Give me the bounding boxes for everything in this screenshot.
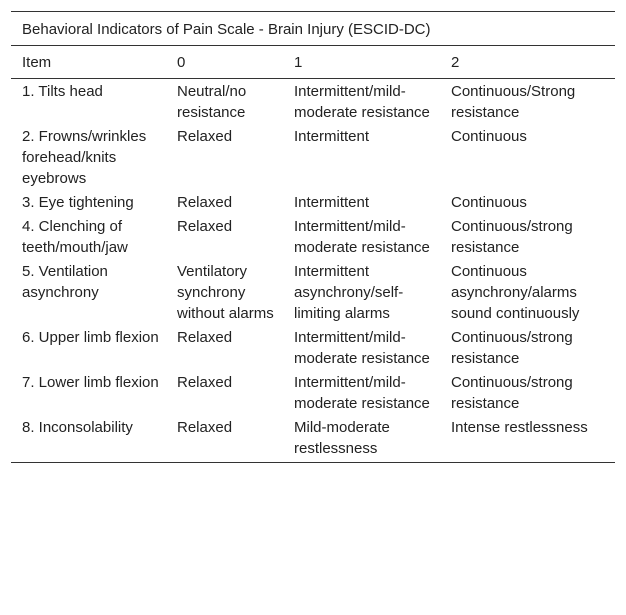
row-item: 4. Clenching of teeth/mouth/jaw — [22, 218, 128, 256]
row-score-1: Intermittent/mild-moderate resistance — [294, 329, 430, 367]
row-item: 1. Tilts head — [22, 83, 103, 100]
table-row: 5. Ventilation asynchrony Ventilatory sy… — [11, 260, 615, 326]
row-score-2: Continuous/strong resistance — [451, 218, 573, 256]
row-item: 6. Upper limb flexion — [22, 329, 159, 346]
row-score-2: Continuous/strong resistance — [451, 374, 573, 412]
table-title-row: Behavioral Indicators of Pain Scale - Br… — [11, 11, 615, 46]
row-score-1: Mild-moderate restlessness — [283, 416, 440, 463]
row-item: 7. Lower limb flexion — [22, 374, 159, 391]
row-score-2: Continuous asynchrony/alarms sound conti… — [451, 263, 580, 322]
table-row: 8. Inconsolability Relaxed Mild-moderate… — [11, 416, 615, 463]
row-score-1: Intermittent/mild-moderate resistance — [294, 83, 430, 121]
row-score-2: Continuous/strong resistance — [451, 329, 573, 367]
row-score-0: Relaxed — [177, 218, 233, 235]
row-score-0: Ventilatory synchrony without alarms — [177, 263, 274, 322]
table-row: 7. Lower limb flexion Relaxed Intermitte… — [11, 371, 615, 416]
table-title: Behavioral Indicators of Pain Scale - Br… — [11, 11, 615, 46]
row-item: 5. Ventilation asynchrony — [22, 263, 108, 301]
column-header-score-2: 2 — [440, 45, 615, 79]
pain-scale-table: Behavioral Indicators of Pain Scale - Br… — [11, 11, 615, 463]
pain-scale-table-container: Behavioral Indicators of Pain Scale - Br… — [11, 11, 615, 463]
row-score-2: Continuous/Strong resistance — [451, 83, 576, 121]
row-score-0: Relaxed — [166, 416, 283, 463]
row-score-1: Intermittent/mild-moderate resistance — [294, 374, 430, 412]
row-score-2: Intense restlessness — [440, 416, 615, 463]
row-score-0: Relaxed — [177, 128, 233, 145]
table-row: 1. Tilts head Neutral/no resistance Inte… — [11, 79, 615, 126]
table-row: 4. Clenching of teeth/mouth/jaw Relaxed … — [11, 215, 615, 260]
column-header-item: Item — [11, 45, 166, 79]
table-row: 2. Frowns/wrinkles forehead/knits eyebro… — [11, 125, 615, 191]
row-score-0: Neutral/no resistance — [177, 83, 247, 121]
table-row: 3. Eye tightening Relaxed Intermittent C… — [11, 191, 615, 215]
row-item: 2. Frowns/wrinkles forehead/knits eyebro… — [22, 128, 147, 187]
row-score-2: Continuous — [451, 194, 527, 211]
row-item: 3. Eye tightening — [22, 194, 134, 211]
row-score-0: Relaxed — [177, 374, 233, 391]
row-score-2: Continuous — [451, 128, 527, 145]
table-row: 6. Upper limb flexion Relaxed Intermitte… — [11, 326, 615, 371]
column-header-score-1: 1 — [283, 45, 440, 79]
row-score-1: Intermittent — [294, 194, 370, 211]
row-score-1: Intermittent/mild-moderate resistance — [294, 218, 430, 256]
row-score-1: Intermittent — [294, 128, 370, 145]
row-score-1: Intermittent asynchrony/self-limiting al… — [294, 263, 404, 322]
table-header-row: Item 0 1 2 — [11, 45, 615, 79]
row-score-0: Relaxed — [177, 329, 233, 346]
row-item: 8. Inconsolability — [11, 416, 166, 463]
row-score-0: Relaxed — [177, 194, 233, 211]
column-header-score-0: 0 — [166, 45, 283, 79]
